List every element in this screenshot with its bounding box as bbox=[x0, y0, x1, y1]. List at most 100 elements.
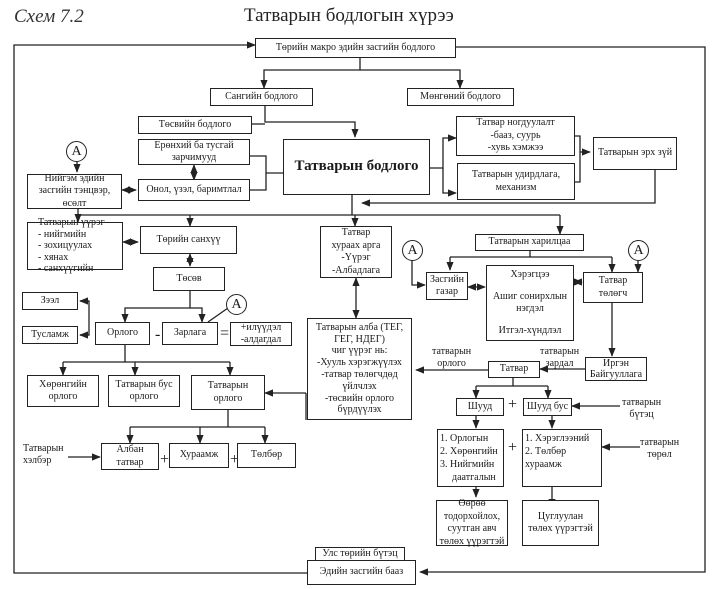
box-line: хураамж bbox=[525, 459, 562, 470]
box-line: 2. Төлбөр bbox=[525, 446, 567, 457]
label-line: зардал bbox=[545, 358, 574, 369]
box-label: Төлбөр bbox=[250, 449, 283, 461]
collection-method-box: Татвар хураах арга -Үүрэг -Албадлага bbox=[320, 226, 392, 278]
surplus-deficit-box: +илүүдэл -алдагдал bbox=[230, 322, 292, 346]
label-line: татварын bbox=[432, 346, 472, 357]
tax-revenue-label: татварын орлого bbox=[432, 346, 471, 370]
official-tax-box: Албан татвар bbox=[101, 443, 159, 470]
need-label: Хэрэгцээ bbox=[510, 269, 550, 280]
box-label: Өөрөө тодорхойлох, суутган авч төлөх үүр… bbox=[439, 498, 505, 547]
self-assessment-box: Өөрөө тодорхойлох, суутган авч төлөх үүр… bbox=[436, 498, 508, 547]
box-label: Татварын харилцаа bbox=[488, 236, 571, 248]
box-label: Орлого bbox=[107, 327, 138, 339]
box-line: -төсвийн орлого bbox=[324, 392, 395, 404]
box-label: Татварын орлого bbox=[207, 380, 249, 404]
fee-box: Хураамж bbox=[169, 443, 229, 468]
loan-box: Зээл bbox=[22, 292, 78, 310]
box-line: - хянах bbox=[38, 251, 69, 263]
trust-label: Итгэл-хүндлэл bbox=[498, 324, 562, 336]
label-line: төрөл bbox=[647, 449, 672, 460]
box-label: Шууд бус bbox=[526, 400, 569, 412]
economic-base-box: Эдийн засгийн бааз bbox=[307, 560, 416, 585]
box-label: Шууд bbox=[467, 400, 493, 412]
box-label: Зарлага bbox=[173, 327, 207, 339]
label-line: татварын bbox=[622, 397, 662, 408]
tax-expense-label: татварын зардал bbox=[540, 346, 579, 370]
box-label: Зээл bbox=[40, 294, 60, 306]
tax-setting-box: Татвар ногдуулалт -бааз, суурь -хувь хэм… bbox=[456, 116, 575, 156]
citizen-organization-box: Иргэн Байгууллага bbox=[585, 357, 647, 381]
indirect-tax-list-box: 1. Хэрэглээний 2. Төлбөр хураамж bbox=[522, 429, 602, 487]
box-label: Нийгэм эдийн засгийн тэнцвэр, өсөлт bbox=[38, 172, 111, 209]
box-label: Хөрөнгийн орлого bbox=[39, 378, 87, 403]
box-label: Сангийн бодлого bbox=[225, 90, 298, 102]
direct-tax-list-box: 1. Орлогын 2. Хөрөнгийн 3. Нийгмийн даат… bbox=[437, 429, 504, 487]
label-line: орлого bbox=[437, 358, 466, 369]
connector-a-circle: A bbox=[402, 240, 423, 261]
state-finance-box: Төрийн санхүү bbox=[140, 226, 237, 254]
revenue-box: Орлого bbox=[95, 322, 150, 345]
budget-box: Төсөв bbox=[153, 267, 225, 291]
label-line: Татварын bbox=[23, 443, 64, 454]
principles-box: Ерөнхий ба тусгай зарчимууд bbox=[138, 139, 250, 165]
connector-a-circle: A bbox=[66, 141, 87, 162]
box-line: хураах арга bbox=[331, 239, 381, 251]
box-label: Хураамж bbox=[179, 449, 219, 461]
label-line: хэлбэр bbox=[23, 455, 52, 466]
equals-sign: = bbox=[220, 325, 230, 342]
plus-sign: + bbox=[160, 451, 170, 468]
box-line: 2. Хөрөнгийн bbox=[440, 446, 498, 457]
box-line: ГЕГ, НДЕГ) bbox=[334, 333, 385, 345]
box-label: Тусламж bbox=[31, 328, 69, 340]
government-box: Засгийн газар bbox=[426, 272, 468, 300]
collect-pay-box: Цуглуулан төлөх үүрэгтэй bbox=[522, 500, 599, 546]
box-line: - зохицуулах bbox=[38, 240, 93, 252]
tax-relations-box: Татварын харилцаа bbox=[475, 234, 584, 251]
box-label: Төсвийн бодлого bbox=[158, 118, 232, 130]
box-label: Татвар төлөгч bbox=[598, 275, 628, 299]
taxpayer-box: Татвар төлөгч bbox=[583, 272, 643, 303]
label-line: татварын bbox=[540, 346, 580, 357]
tax-management-box: Татварын удирдлага, механизм bbox=[457, 163, 575, 200]
plus-sign: + bbox=[508, 396, 518, 413]
fiscal-policy-box: Сангийн бодлого bbox=[210, 88, 313, 106]
aid-box: Тусламж bbox=[22, 326, 78, 344]
monetary-policy-box: Мөнгөний бодлого bbox=[407, 88, 514, 106]
box-label: Албан татвар bbox=[116, 444, 144, 468]
shared-interest-label: Ашиг сонирхлын нэгдэл bbox=[492, 290, 568, 315]
box-label: Татварын бодлого bbox=[294, 158, 419, 175]
indirect-tax-box: Шууд бус bbox=[523, 398, 572, 416]
box-line: -Хууль хэрэгжүүлэх bbox=[317, 357, 402, 369]
budget-policy-box: Төсвийн бодлого bbox=[138, 116, 252, 134]
box-line: -бааз, суурь bbox=[490, 129, 541, 141]
payment-box: Төлбөр bbox=[237, 443, 296, 468]
box-line: чиг үүрэг нь: bbox=[331, 345, 388, 357]
tax-roles-box: Татварын үүрэг - нийгмийн - зохицуулах -… bbox=[27, 217, 123, 274]
relations-core-box: Хэрэгцээ Ашиг сонирхлын нэгдэл Итгэл-хүн… bbox=[486, 265, 574, 341]
tax-form-label: Татварын хэлбэр bbox=[23, 443, 64, 467]
box-line: -Үүрэг bbox=[341, 252, 371, 263]
box-line: -хувь хэмжээ bbox=[487, 142, 544, 154]
box-label: Улс төрийн бүтэц bbox=[322, 548, 398, 560]
page-title: Татварын бодлогын хүрээ bbox=[244, 5, 454, 26]
box-line: - нийгмийн bbox=[38, 228, 87, 240]
box-line: даатгалын bbox=[452, 472, 496, 483]
box-label: Татварын удирдлага, механизм bbox=[471, 169, 561, 193]
box-label: Татварын эрх зүй bbox=[597, 147, 673, 159]
connector-a-circle: A bbox=[628, 240, 649, 261]
box-line: -татвар төлөгчдөд bbox=[321, 369, 398, 380]
box-label: Эдийн засгийн бааз bbox=[319, 566, 404, 578]
tax-box: Татвар bbox=[488, 361, 540, 378]
plus-sign: + bbox=[230, 451, 240, 468]
expenditure-box: Зарлага bbox=[162, 322, 218, 345]
box-line: 3. Нийгмийн bbox=[440, 459, 495, 470]
box-label: Онол, үзэл, баримтлал bbox=[146, 183, 242, 195]
label-line: бүтэц bbox=[629, 409, 654, 420]
nontax-income-box: Татварын бус орлого bbox=[108, 375, 180, 407]
tax-office-box: Татварын алба (ТЕГ, ГЕГ, НДЕГ) чиг үүрэг… bbox=[307, 318, 412, 420]
box-line: Татвар ногдуулалт bbox=[476, 117, 555, 129]
box-line: Татварын алба (ТЕГ, bbox=[315, 321, 404, 333]
social-balance-box: Нийгэм эдийн засгийн тэнцвэр, өсөлт bbox=[27, 172, 122, 209]
theory-box: Онол, үзэл, баримтлал bbox=[138, 179, 250, 201]
